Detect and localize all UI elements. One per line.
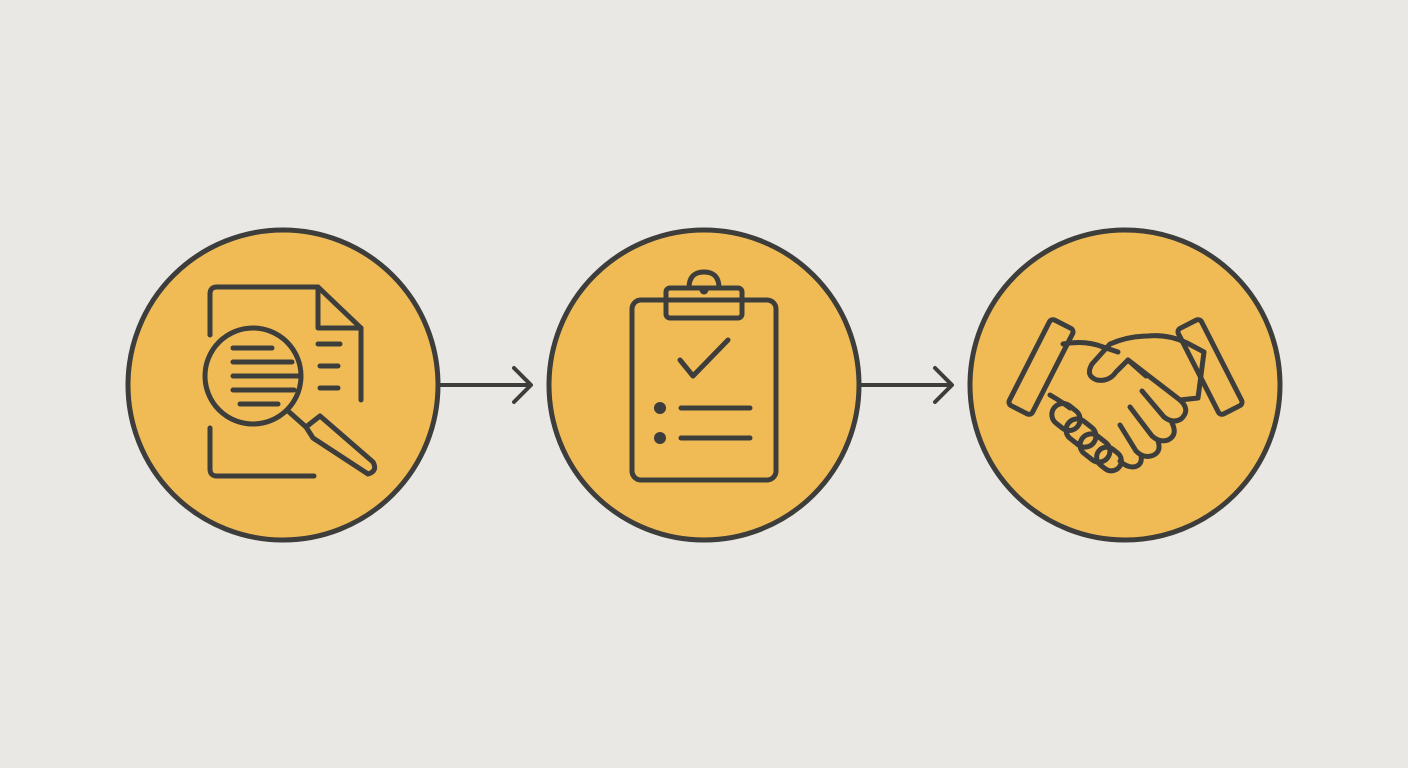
handshake-icon	[1006, 317, 1245, 474]
right-cuff	[1175, 317, 1245, 417]
step-1-document-search	[125, 227, 441, 543]
clipboard-ring	[686, 269, 722, 291]
left-hand	[1060, 340, 1121, 355]
magnifier-handle	[303, 413, 378, 477]
right-arm	[1177, 340, 1207, 403]
bullet-1	[654, 402, 666, 414]
right-fingers	[1117, 357, 1177, 470]
document-fold	[315, 284, 364, 331]
step-3-circle	[967, 227, 1283, 543]
magnifier-lens	[202, 325, 304, 427]
check-mark-icon	[677, 337, 731, 379]
right-hand	[1086, 333, 1190, 424]
document-bottom	[207, 425, 317, 479]
document-outline	[207, 284, 364, 403]
knuckle-4	[1094, 444, 1124, 474]
step-1-circle	[125, 227, 441, 543]
clipboard-board	[629, 297, 779, 483]
step-2-circle	[546, 227, 862, 543]
arrow-connector-1	[439, 366, 533, 404]
knuckle-3	[1077, 431, 1113, 465]
bullet-2	[654, 432, 666, 444]
magnifier-neck	[285, 408, 309, 430]
step-3-handshake	[967, 227, 1283, 543]
clipboard-hole	[699, 285, 709, 295]
connector-1-arrowhead	[512, 366, 533, 404]
step-2-clipboard-checklist	[546, 227, 862, 543]
document-search-icon	[202, 284, 378, 479]
clipboard-checklist-icon	[629, 269, 779, 483]
knuckle-1	[1049, 401, 1083, 433]
connector-2-arrowhead	[933, 366, 954, 404]
arrow-connector-2	[860, 366, 954, 404]
knuckle-2	[1063, 416, 1099, 450]
left-cuff	[1006, 317, 1076, 417]
